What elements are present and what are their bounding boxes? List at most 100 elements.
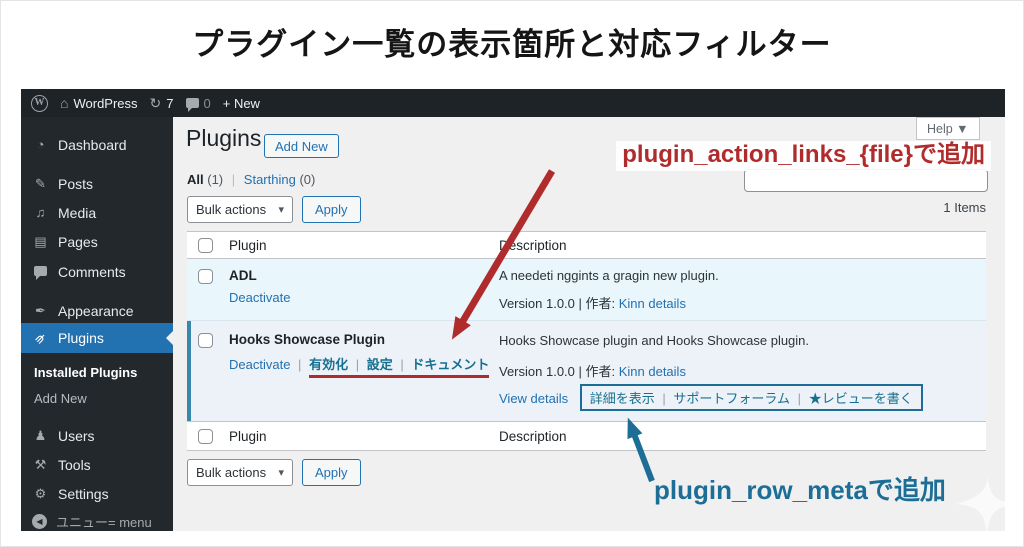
table-row-adl: ADL Deactivate A needeti nggints a gragi… (187, 259, 986, 321)
meta-link-support[interactable]: サポートフォーラム (673, 391, 791, 406)
brush-icon: ✒ (35, 303, 46, 318)
bulk-actions-select-top[interactable]: Bulk actions ▾ (187, 196, 293, 223)
sidebar-item-installed-plugins[interactable]: Installed Plugins (21, 361, 173, 383)
filter-separator: | (231, 172, 236, 187)
sidebar-item-media[interactable]: ♫ Media (21, 200, 173, 225)
sidebar-label-add-new: Add New (34, 390, 87, 406)
sidebar-item-users[interactable]: ♟ Users (21, 423, 173, 448)
bulk-actions-select-bottom[interactable]: Bulk actions ▾ (187, 459, 293, 486)
filter-starthing[interactable]: Starthing (243, 172, 296, 187)
comment-bubble-icon (185, 98, 199, 112)
filter-starthing-count: (0) (299, 172, 316, 187)
hooked-action-links: 有効化 | 設定 | ドキュメント (309, 357, 490, 378)
new-label: + New (222, 95, 260, 111)
table-header-bottom: Plugin Description (187, 421, 986, 451)
active-plugin-bar (187, 321, 191, 421)
collapse-arrow-icon: ◀ (32, 514, 47, 529)
plugin-actions-adl: Deactivate (229, 290, 290, 305)
sidebar-item-comments[interactable]: Comments (21, 259, 173, 284)
select-all-checkbox[interactable] (198, 238, 213, 253)
sidebar-label-plugins: Plugins (58, 330, 104, 346)
help-button[interactable]: Help ▼ (916, 117, 980, 140)
admin-bar: W ⌂ WordPress ↻ 7 0 + New (21, 89, 1005, 117)
deactivate-link-adl[interactable]: Deactivate (229, 290, 291, 305)
version-text-hooks: Version 1.0.0 | 作者: (499, 364, 616, 379)
sidebar-item-tools[interactable]: ⚒ Tools (21, 452, 173, 477)
chevron-down-icon: ▾ (278, 204, 284, 216)
author-link-adl[interactable]: Kinn details (618, 296, 686, 311)
sidebar-item-appearance[interactable]: ✒ Appearance (21, 298, 173, 323)
wordpress-logo-icon[interactable]: W (31, 94, 48, 112)
plugin-actions-hooks: Deactivate | 有効化 | 設定 | ドキュメント (229, 354, 490, 378)
view-details-link[interactable]: View details (499, 391, 569, 406)
select-all-checkbox-bottom[interactable] (198, 429, 213, 444)
user-icon: ♟ (34, 428, 47, 443)
sparkle-decoration (957, 474, 1005, 531)
column-plugin-bottom: Plugin (229, 429, 267, 444)
annotation-action-links: plugin_action_links_{file}で追加 (616, 141, 991, 171)
row-checkbox-adl[interactable] (198, 269, 213, 284)
plugin-description-adl: A needeti nggints a gragin new plugin. (499, 268, 719, 283)
sidebar-item-posts[interactable]: ✎ Posts (21, 171, 173, 196)
plugin-description-hooks: Hooks Showcase plugin and Hooks Showcase… (499, 333, 810, 348)
meta-link-review[interactable]: ★レビューを書く (808, 391, 913, 406)
slide-title: プラグイン一覧の表示箇所と対応フィルター (192, 27, 832, 62)
column-description-bottom: Description (499, 429, 567, 444)
sidebar-label-settings: Settings (58, 485, 109, 502)
sidebar-label-collapse: ユニュー= menu (56, 515, 152, 530)
filter-all[interactable]: All (187, 172, 204, 187)
apply-button-top[interactable]: Apply (302, 196, 361, 223)
bulk-actions-label-bottom: Bulk actions (196, 465, 267, 480)
sidebar-label-installed-plugins: Installed Plugins (34, 364, 138, 380)
dashboard-icon: ◔ (36, 137, 45, 152)
comments-count: 0 (203, 95, 211, 111)
apply-button-bottom[interactable]: Apply (302, 459, 361, 486)
author-link-hooks[interactable]: Kinn details (618, 364, 686, 379)
updates-icon: ↻ (149, 95, 162, 111)
column-description: Description (499, 238, 567, 253)
updates-menu[interactable]: ↻ 7 (150, 96, 174, 111)
sidebar-label-tools: Tools (58, 456, 91, 473)
tools-icon: ⚒ (34, 457, 47, 472)
sidebar-label-pages: Pages (58, 233, 98, 250)
action-separator: | (355, 357, 360, 372)
plugin-name-hooks: Hooks Showcase Plugin (229, 332, 386, 347)
active-menu-notch (166, 331, 173, 345)
version-text-adl: Version 1.0.0 | 作者: (499, 296, 616, 311)
new-content-menu[interactable]: + New (223, 96, 260, 111)
sidebar-item-pages[interactable]: ▤ Pages (21, 229, 173, 254)
settings-icon: ⚙ (34, 486, 47, 501)
action-link-activate[interactable]: 有効化 (309, 357, 349, 372)
action-link-docs[interactable]: ドキュメント (411, 357, 490, 372)
meta-separator: | (662, 391, 666, 406)
admin-sidebar: ◔ Dashboard ✎ Posts ♫ Media ▤ Pages Comm… (21, 117, 173, 531)
plugins-table: Plugin Description ADL Deactivate A need… (187, 231, 986, 451)
filter-all-count: (1) (207, 172, 224, 187)
plugin-meta-adl: Version 1.0.0 | 作者: Kinn details (499, 293, 686, 312)
add-new-button[interactable]: Add New (264, 134, 339, 158)
sidebar-item-add-new[interactable]: Add New (21, 387, 173, 409)
status-filters: All (1) | Starthing (0) (187, 172, 315, 187)
search-input[interactable] (744, 169, 988, 192)
sidebar-collapse-menu[interactable]: ◀ ユニュー= menu (21, 509, 173, 531)
site-menu[interactable]: ⌂ WordPress (60, 96, 138, 111)
action-link-settings[interactable]: 設定 (366, 357, 393, 372)
sidebar-label-dashboard: Dashboard (58, 136, 127, 153)
sidebar-item-plugins[interactable]: ⋔ Plugins (21, 323, 173, 353)
meta-link-details[interactable]: 詳細を表示 (589, 391, 655, 406)
updates-count: 7 (166, 95, 174, 111)
action-separator: | (298, 357, 302, 372)
site-name: WordPress (73, 95, 138, 111)
plugin-row-meta-line: View details 詳細を表示 | サポートフォーラム | ★レビューを書… (499, 384, 923, 411)
home-icon: ⌂ (60, 95, 69, 111)
row-checkbox-hooks[interactable] (198, 333, 213, 348)
table-row-hooks-showcase: Hooks Showcase Plugin Deactivate | 有効化 |… (187, 321, 986, 421)
deactivate-link-hooks[interactable]: Deactivate (229, 357, 291, 372)
sidebar-item-settings[interactable]: ⚙ Settings (21, 481, 173, 506)
comments-menu[interactable]: 0 (185, 95, 211, 112)
meta-separator: | (797, 391, 802, 406)
sidebar-item-dashboard[interactable]: ◔ Dashboard (21, 132, 173, 157)
sidebar-label-comments: Comments (58, 263, 126, 280)
items-count: 1 Items (943, 200, 986, 215)
pages-icon: ▤ (34, 234, 47, 249)
